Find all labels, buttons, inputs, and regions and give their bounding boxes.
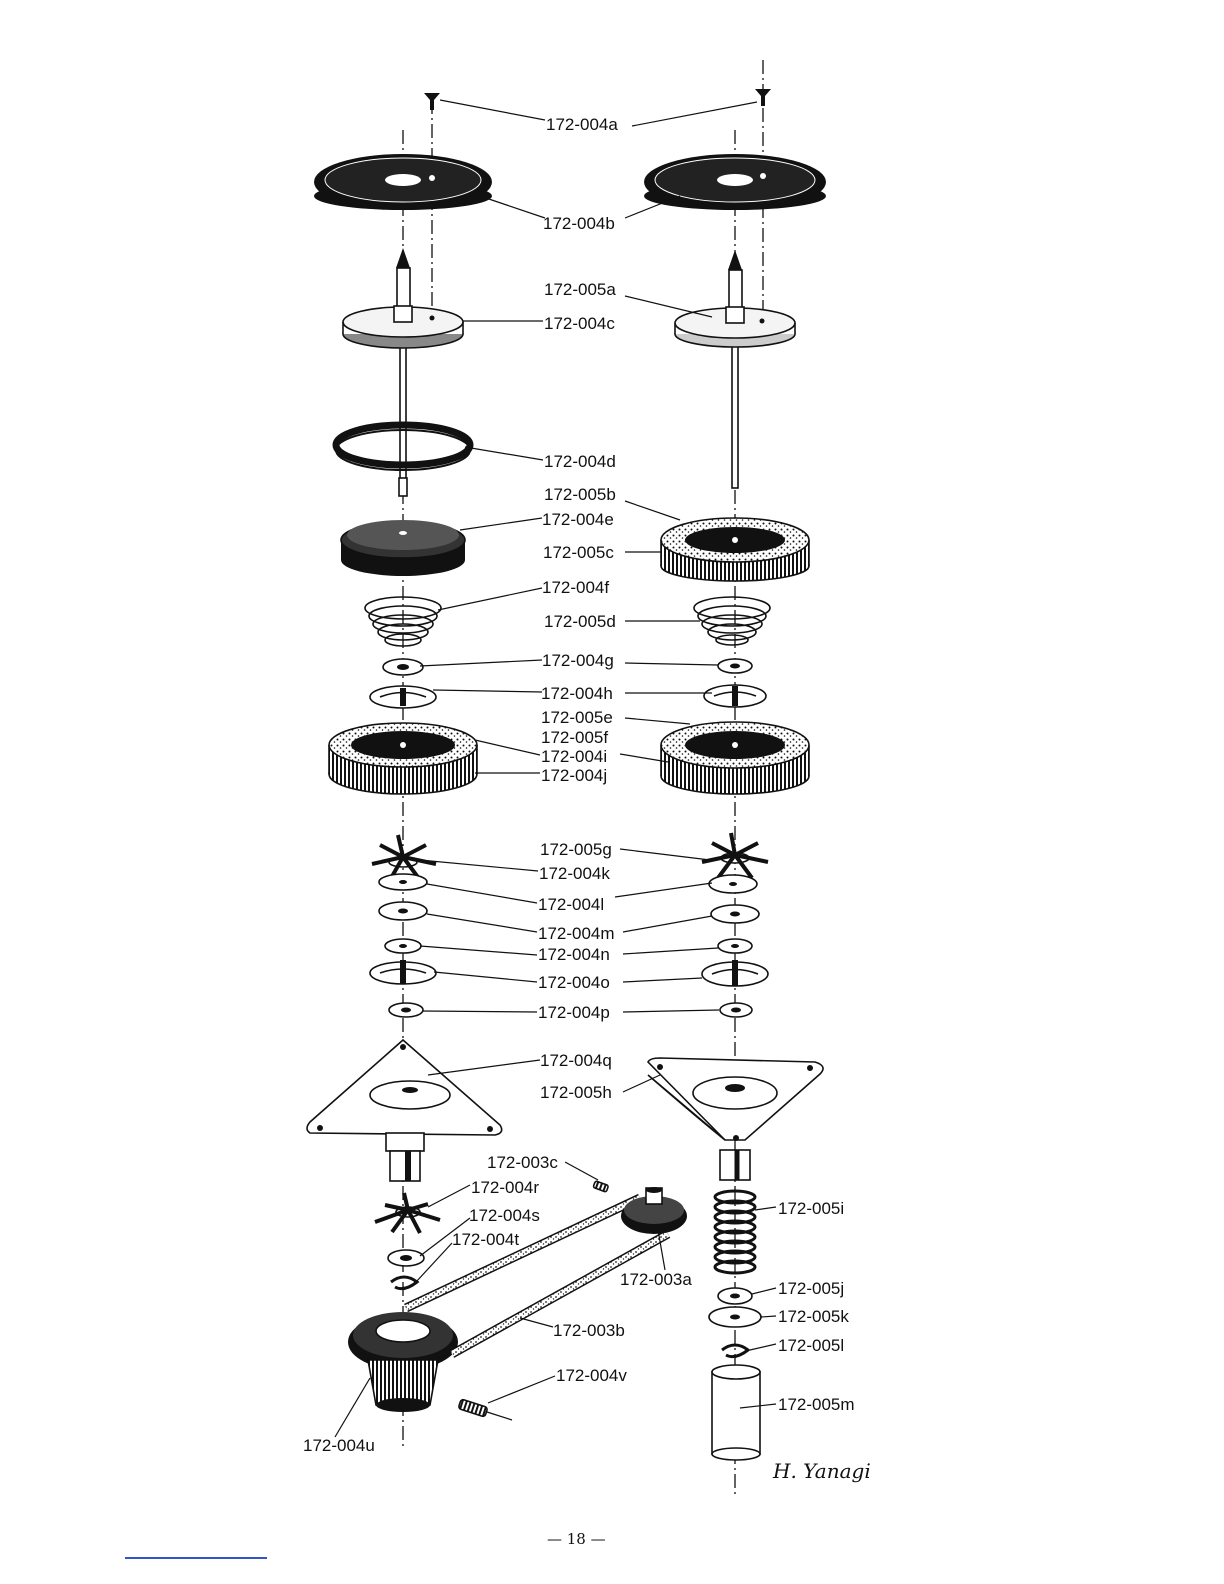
bracket-h-right: [647, 1057, 824, 1181]
label-172-005j: 172-005j: [778, 1279, 844, 1298]
washer-m-right: [710, 904, 760, 924]
label-172-003a: 172-003a: [620, 1270, 692, 1289]
label-172-004u: 172-004u: [303, 1436, 375, 1455]
set-screw-v: [458, 1398, 488, 1418]
motor-pulley-u: [348, 1312, 458, 1412]
set-screw-c: [592, 1180, 609, 1193]
link-underline-rule: [125, 1557, 267, 1559]
washer-p-right: [719, 1002, 753, 1018]
label-172-004e: 172-004e: [542, 510, 614, 529]
drive-wheel-f-right: [660, 721, 810, 795]
washer-l-left: [378, 901, 428, 921]
washer-k-right: [708, 874, 758, 894]
label-172-004v: 172-004v: [556, 1366, 627, 1385]
washer-j-right: [717, 1287, 753, 1305]
screw-left: [424, 93, 440, 110]
clip-l-right: [721, 1343, 751, 1359]
screw-right: [755, 89, 771, 106]
label-172-004s: 172-004s: [469, 1206, 540, 1225]
spindle-right: [728, 250, 743, 489]
label-172-003c: 172-003c: [487, 1153, 558, 1172]
washer-k-left: [378, 873, 428, 891]
small-pulley-a: [621, 1187, 687, 1234]
washer-g-left: [382, 658, 424, 676]
washer-n-left: [384, 938, 422, 954]
washer-p-left: [388, 1002, 424, 1018]
left-assembly: [306, 93, 503, 1418]
drive-wheel-c-right: [660, 517, 810, 582]
illustrator-signature: H. Yanagi: [772, 1459, 871, 1483]
clip-o-left: [369, 960, 437, 985]
star-r-left: [374, 1192, 441, 1234]
label-172-005b: 172-005b: [544, 485, 616, 504]
coil-spring-i: [713, 1189, 757, 1275]
idler-disc-left: [340, 520, 466, 576]
label-172-004j: 172-004j: [541, 766, 607, 785]
right-assembly: [644, 89, 826, 1461]
label-172-005g: 172-005g: [540, 840, 612, 859]
page-number: — 18 —: [547, 1530, 606, 1548]
label-172-005i: 172-005i: [778, 1199, 844, 1218]
drive-wheel-left: [328, 722, 478, 795]
label-172-005f: 172-005f: [541, 728, 608, 747]
clip-o-right: [701, 960, 769, 987]
sleeve-m-right: [711, 1364, 761, 1461]
label-172-005h: 172-005h: [540, 1083, 612, 1102]
label-172-004b: 172-004b: [543, 214, 615, 233]
bracket-q-left: [306, 1038, 503, 1182]
label-172-004t: 172-004t: [452, 1230, 519, 1249]
label-172-005l: 172-005l: [778, 1336, 844, 1355]
label-172-004o: 172-004o: [538, 973, 610, 992]
label-172-005e: 172-005e: [541, 708, 613, 727]
washer-k2-right: [708, 1306, 762, 1328]
ring-left: [332, 421, 474, 471]
label-172-004k: 172-004k: [539, 864, 610, 883]
label-172-005c: 172-005c: [543, 543, 614, 562]
label-172-004a: 172-004a: [546, 115, 618, 134]
belt-b: [404, 1193, 671, 1358]
label-172-004p: 172-004p: [538, 1003, 610, 1022]
label-172-004q: 172-004q: [540, 1051, 612, 1070]
washer-g-right: [717, 658, 753, 674]
label-172-004f: 172-004f: [542, 578, 609, 597]
platter-left: [314, 154, 492, 210]
label-172-004r: 172-004r: [471, 1178, 539, 1197]
part-labels: 172-004a 172-004b 172-005a 172-004c 172-…: [303, 115, 855, 1455]
spring-cone-right: [693, 596, 771, 646]
spindle-left: [396, 248, 411, 497]
spring-cone-left: [364, 596, 442, 647]
label-172-005m: 172-005m: [778, 1395, 855, 1414]
washer-s-left: [387, 1249, 425, 1267]
label-172-003b: 172-003b: [553, 1321, 625, 1340]
label-172-004n: 172-004n: [538, 945, 610, 964]
platter-right: [644, 154, 826, 210]
hub-disc-left: [342, 305, 464, 349]
washer-n-right: [717, 938, 753, 954]
label-172-005d: 172-005d: [544, 612, 616, 631]
label-172-004h: 172-004h: [541, 684, 613, 703]
star-washer-g-right: [701, 832, 769, 880]
star-washer-left: [371, 834, 437, 882]
label-172-004c: 172-004c: [544, 314, 615, 333]
clip-t-left: [390, 1275, 420, 1291]
label-172-005k: 172-005k: [778, 1307, 849, 1326]
clip-h-left: [369, 685, 437, 709]
label-172-005a: 172-005a: [544, 280, 616, 299]
clip-h-right: [703, 684, 767, 708]
label-172-004d: 172-004d: [544, 452, 616, 471]
label-172-004g: 172-004g: [542, 651, 614, 670]
label-172-004i: 172-004i: [541, 747, 607, 766]
hub-disc-right: [674, 306, 796, 348]
leader-lines: [334, 99, 777, 1438]
label-172-004m: 172-004m: [538, 924, 615, 943]
label-172-004l: 172-004l: [538, 895, 604, 914]
